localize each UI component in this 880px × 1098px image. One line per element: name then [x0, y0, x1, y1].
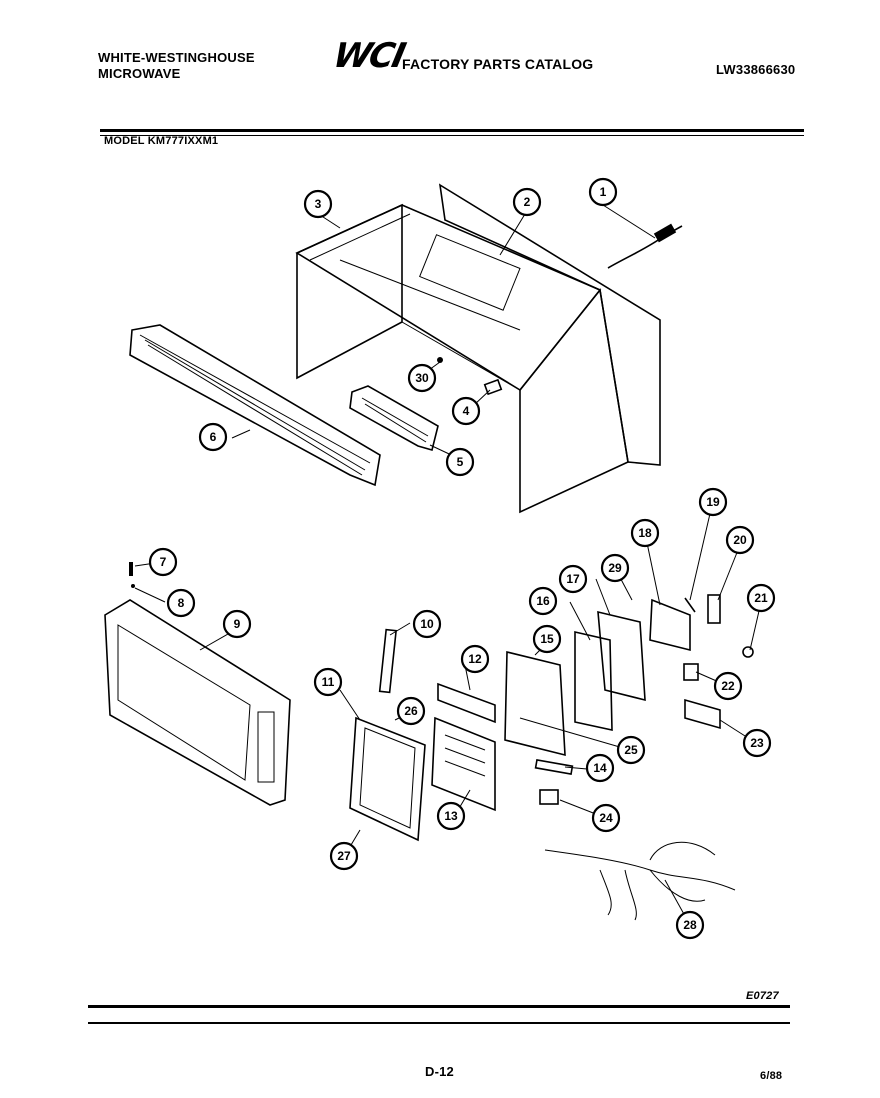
callout-18: 18: [630, 518, 660, 548]
back-panel: [438, 183, 661, 466]
callout-23: 23: [742, 728, 772, 758]
callout-6: 6: [198, 422, 228, 452]
svg-text:28: 28: [683, 918, 697, 932]
svg-text:17: 17: [566, 572, 580, 586]
svg-text:2: 2: [524, 195, 531, 209]
svg-text:18: 18: [638, 526, 652, 540]
svg-text:23: 23: [750, 736, 764, 750]
latch-bracket: [378, 628, 397, 694]
cover-plate-23: [684, 698, 721, 730]
svg-text:1: 1: [600, 185, 607, 199]
footer-rule-thick: [88, 1005, 790, 1008]
small-screw-30: [437, 357, 443, 363]
svg-text:27: 27: [337, 849, 351, 863]
figure-code: E0727: [746, 990, 779, 1002]
door-frame: [104, 599, 291, 806]
callout-4: 4: [451, 396, 481, 426]
page-number: D-12: [425, 1064, 454, 1079]
bracket-4: [483, 378, 503, 396]
callout-10: 10: [412, 609, 442, 639]
callout-26: 26: [396, 696, 426, 726]
catalog-date: 6/88: [760, 1070, 783, 1082]
svg-text:7: 7: [160, 555, 167, 569]
callout-1: 1: [588, 177, 618, 207]
power-cord: [607, 223, 683, 269]
svg-text:4: 4: [463, 404, 470, 418]
svg-text:8: 8: [178, 596, 185, 610]
callout-28: 28: [675, 910, 705, 940]
callout-16: 16: [528, 586, 558, 616]
svg-text:13: 13: [444, 809, 458, 823]
callout-8: 8: [166, 588, 196, 618]
callout-30: 30: [407, 363, 437, 393]
cabinet-shell: [295, 203, 629, 514]
control-board: [504, 650, 566, 757]
svg-text:6: 6: [210, 430, 217, 444]
callout-17: 17: [558, 564, 588, 594]
circuit-board: [574, 630, 613, 731]
callout-25: 25: [616, 735, 646, 765]
svg-text:9: 9: [234, 617, 241, 631]
callout-11: 11: [313, 667, 343, 697]
callout-20: 20: [725, 525, 755, 555]
svg-text:26: 26: [404, 704, 418, 718]
callout-15: 15: [532, 624, 562, 654]
svg-text:10: 10: [420, 617, 434, 631]
document-number: LW33866630: [716, 62, 796, 77]
callout-24: 24: [591, 803, 621, 833]
callout-7: 7: [148, 547, 178, 577]
callout-5: 5: [445, 447, 475, 477]
mounting-bracket: [597, 598, 691, 702]
callout-12: 12: [460, 644, 490, 674]
svg-text:30: 30: [415, 371, 429, 385]
callout-13: 13: [436, 801, 466, 831]
svg-text:11: 11: [322, 675, 335, 689]
relay-24: [539, 789, 559, 805]
svg-text:3: 3: [315, 197, 322, 211]
callout-27: 27: [329, 841, 359, 871]
callout-9: 9: [222, 609, 252, 639]
fuse-holder-14: [534, 759, 574, 775]
svg-text:25: 25: [624, 743, 638, 757]
svg-text:14: 14: [593, 761, 607, 775]
hinge-clip-8: [131, 584, 135, 588]
svg-text:24: 24: [599, 811, 613, 825]
svg-text:16: 16: [536, 594, 550, 608]
brand-line-2: MICROWAVE: [98, 66, 181, 81]
header-rule-thick: [100, 129, 804, 132]
callout-29: 29: [600, 553, 630, 583]
svg-text:12: 12: [468, 652, 482, 666]
control-plate: [349, 385, 439, 451]
svg-text:21: 21: [754, 591, 768, 605]
footer-rule-thin: [88, 1022, 790, 1024]
label-strip: [437, 682, 496, 724]
callout-3: 3: [303, 189, 333, 219]
vent-grille: [129, 324, 381, 487]
brand-line-1: WHITE-WESTINGHOUSE: [98, 50, 255, 65]
switch-20: [707, 594, 721, 624]
leader-lines: [134, 204, 763, 926]
svg-text:19: 19: [706, 495, 720, 509]
svg-text:22: 22: [721, 679, 735, 693]
svg-text:15: 15: [540, 632, 554, 646]
callout-2: 2: [512, 187, 542, 217]
callout-19: 19: [698, 487, 728, 517]
callout-21: 21: [746, 583, 776, 613]
svg-text:5: 5: [457, 455, 464, 469]
hinge-pin-7: [129, 562, 133, 576]
callout-14: 14: [585, 753, 615, 783]
connector-21: [742, 646, 754, 658]
svg-text:20: 20: [733, 533, 747, 547]
touch-keypad: [431, 716, 496, 812]
wire-harness: [544, 841, 736, 921]
door-inner-panel: [349, 716, 426, 842]
header-rule-thin: [100, 135, 804, 136]
model-label: MODEL KM777IXXM1: [104, 135, 219, 147]
switch-19: [684, 597, 696, 613]
callout-22: 22: [713, 671, 743, 701]
interlock-22: [683, 663, 699, 681]
catalog-title: FACTORY PARTS CATALOG: [402, 56, 594, 72]
svg-text:29: 29: [608, 561, 622, 575]
